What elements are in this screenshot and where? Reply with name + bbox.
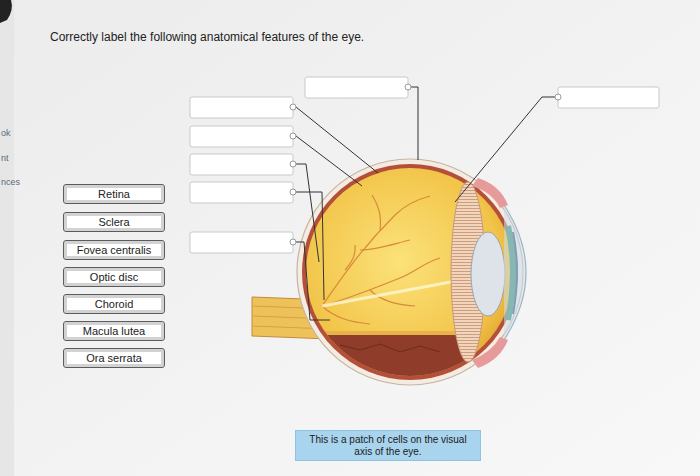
retina-edge bbox=[300, 331, 470, 335]
answer-box bbox=[558, 87, 659, 108]
hint-tooltip: This is a patch of cells on the visual a… bbox=[295, 430, 481, 461]
vessel bbox=[360, 240, 410, 250]
cut-section bbox=[300, 331, 470, 401]
cornea bbox=[504, 205, 526, 340]
leader-line bbox=[296, 242, 330, 320]
leader-line bbox=[296, 107, 378, 173]
side-strip bbox=[0, 0, 14, 476]
word-bank-tile: Retina bbox=[63, 184, 165, 204]
cut-texture bbox=[340, 344, 440, 352]
answer-box bbox=[305, 77, 408, 98]
vessel bbox=[322, 258, 440, 306]
answer-box bbox=[190, 182, 293, 203]
leader-line bbox=[455, 97, 555, 202]
lens bbox=[471, 232, 505, 316]
sidebar-label: nt bbox=[1, 153, 9, 163]
vessel bbox=[322, 306, 370, 324]
term-text: Sclera bbox=[98, 216, 129, 228]
connector-dot bbox=[405, 84, 411, 90]
leader-line bbox=[411, 87, 418, 160]
word-bank-tile: Choroid bbox=[63, 294, 165, 314]
connector-dot bbox=[290, 104, 296, 110]
title: Correctly label the following anatomical… bbox=[50, 30, 364, 44]
word-bank-tile: Fovea centralis bbox=[63, 240, 165, 260]
term-text: Optic disc bbox=[90, 271, 138, 283]
muscle-insertion bbox=[472, 337, 508, 368]
blood-vessels bbox=[322, 195, 440, 324]
connector-dot bbox=[290, 133, 296, 139]
term-text: Choroid bbox=[95, 298, 134, 310]
leader-line bbox=[296, 192, 324, 300]
sidebar-label: ok bbox=[1, 128, 11, 138]
vessel bbox=[345, 245, 355, 270]
leader-line bbox=[296, 164, 319, 262]
connector-dots bbox=[290, 84, 561, 245]
term-text: Ora serrata bbox=[86, 352, 142, 364]
word-bank-tile: Sclera bbox=[63, 212, 165, 232]
term-text: Fovea centralis bbox=[77, 244, 152, 256]
leader-lines bbox=[296, 87, 555, 320]
lower-cut-wall bbox=[300, 331, 470, 401]
vessel bbox=[372, 195, 381, 230]
connector-dot bbox=[290, 189, 296, 195]
word-bank-tile: Optic disc bbox=[63, 267, 165, 287]
answer-box bbox=[190, 126, 293, 147]
term-text: Macula lutea bbox=[83, 325, 145, 337]
connector-dot bbox=[290, 239, 296, 245]
answer-box bbox=[190, 97, 293, 118]
connector-dot bbox=[290, 161, 296, 167]
word-bank-tile: Macula lutea bbox=[63, 321, 165, 341]
answer-box bbox=[190, 154, 293, 175]
answer-boxes bbox=[190, 77, 659, 253]
leader-line bbox=[296, 136, 362, 186]
muscle-insertion bbox=[472, 178, 508, 208]
connector-dot bbox=[555, 94, 561, 100]
hint-text: This is a patch of cells on the visual a… bbox=[302, 434, 474, 457]
word-bank-tile: Ora serrata bbox=[63, 348, 165, 368]
answer-box bbox=[190, 232, 293, 253]
sidebar-label: nces bbox=[1, 177, 20, 187]
question-number-mark bbox=[0, 0, 12, 23]
term-text: Retina bbox=[98, 188, 130, 200]
